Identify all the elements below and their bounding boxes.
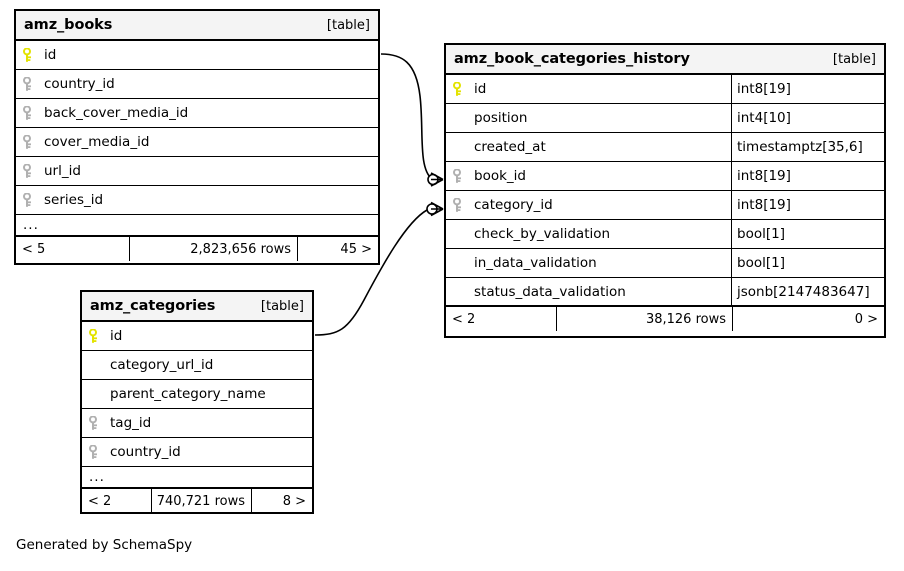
table-row[interactable]: url_id xyxy=(16,157,378,186)
column-name: status_data_validation xyxy=(474,283,626,300)
table-amz-books[interactable]: amz_books [table] id country_id xyxy=(14,9,380,265)
table-amz-categories[interactable]: amz_categories [table] id category_url_i… xyxy=(80,290,314,514)
column-name: series_id xyxy=(44,192,104,208)
table-title: amz_book_categories_history xyxy=(454,51,690,67)
zero-cardinality-circle xyxy=(427,173,439,186)
relationship-books-to-history xyxy=(380,53,444,187)
generated-by-label: Generated by SchemaSpy xyxy=(16,537,193,553)
zero-cardinality-circle xyxy=(426,203,438,215)
primary-key-icon xyxy=(23,41,40,69)
footer-parents-count[interactable]: < 5 xyxy=(16,237,130,261)
no-key-spacer xyxy=(453,220,470,248)
table-row[interactable]: tag_id xyxy=(82,409,312,438)
column-name: id xyxy=(110,328,123,344)
table-row[interactable]: book_id int8[19] xyxy=(446,162,884,191)
table-header: amz_book_categories_history [table] xyxy=(446,45,884,75)
footer-parents-count[interactable]: < 2 xyxy=(82,489,152,513)
table-type-tag: [table] xyxy=(260,298,304,314)
column-type: int8[19] xyxy=(737,197,791,213)
table-row[interactable]: id xyxy=(82,322,312,351)
foreign-key-icon xyxy=(23,157,40,185)
column-name: parent_category_name xyxy=(110,386,266,402)
column-name: id xyxy=(44,47,57,63)
table-title: amz_categories xyxy=(90,298,216,314)
primary-key-icon xyxy=(89,322,106,350)
footer-row-count: 2,823,656 rows xyxy=(130,237,298,261)
footer-row-count: 38,126 rows xyxy=(557,307,733,331)
no-key-spacer xyxy=(89,380,106,408)
table-row[interactable]: back_cover_media_id xyxy=(16,99,378,128)
table-row[interactable]: id int8[19] xyxy=(446,75,884,104)
more-columns-indicator[interactable]: ... xyxy=(16,215,378,237)
column-name: cover_media_id xyxy=(44,134,150,150)
table-row[interactable]: country_id xyxy=(82,438,312,467)
footer-children-count[interactable]: 0 > xyxy=(854,311,878,327)
column-name: category_url_id xyxy=(110,357,214,373)
crows-foot-many xyxy=(430,172,444,187)
column-name: url_id xyxy=(44,163,81,179)
footer-parents-count[interactable]: < 2 xyxy=(446,307,557,331)
table-footer: < 5 2,823,656 rows 45 > xyxy=(16,237,378,261)
foreign-key-icon xyxy=(23,70,40,98)
primary-key-icon xyxy=(453,75,470,103)
column-type: bool[1] xyxy=(737,226,785,242)
foreign-key-icon xyxy=(23,186,40,214)
no-key-spacer xyxy=(453,278,470,305)
column-type: timestamptz[35,6] xyxy=(737,139,863,155)
table-row[interactable]: series_id xyxy=(16,186,378,215)
footer-children-count[interactable]: 8 > xyxy=(282,493,306,509)
column-name: tag_id xyxy=(110,415,152,431)
table-footer: < 2 38,126 rows 0 > xyxy=(446,307,884,331)
no-key-spacer xyxy=(89,351,106,379)
no-key-spacer xyxy=(453,249,470,277)
table-title: amz_books xyxy=(24,17,113,33)
no-key-spacer xyxy=(453,104,470,132)
column-name: book_id xyxy=(474,168,526,184)
footer-row-count: 740,721 rows xyxy=(152,489,252,513)
foreign-key-icon xyxy=(23,99,40,127)
table-header: amz_categories [table] xyxy=(82,292,312,322)
column-name: created_at xyxy=(474,139,546,155)
table-type-tag: [table] xyxy=(326,17,370,33)
column-name: country_id xyxy=(110,444,181,460)
column-name: position xyxy=(474,110,528,126)
footer-children-count[interactable]: 45 > xyxy=(340,241,372,257)
column-name: back_cover_media_id xyxy=(44,105,189,121)
no-key-spacer xyxy=(453,133,470,161)
table-amz-book-categories-history[interactable]: amz_book_categories_history [table] id i… xyxy=(444,43,886,338)
table-row[interactable]: category_url_id xyxy=(82,351,312,380)
table-row[interactable]: id xyxy=(16,41,378,70)
column-name: category_id xyxy=(474,197,553,213)
column-type: bool[1] xyxy=(737,255,785,271)
table-row[interactable]: created_at timestamptz[35,6] xyxy=(446,133,884,162)
column-name: in_data_validation xyxy=(474,255,597,271)
table-row[interactable]: cover_media_id xyxy=(16,128,378,157)
table-footer: < 2 740,721 rows 8 > xyxy=(82,489,312,513)
column-type: int8[19] xyxy=(737,81,791,97)
table-header: amz_books [table] xyxy=(16,11,378,41)
foreign-key-icon xyxy=(89,438,106,466)
more-columns-indicator[interactable]: ... xyxy=(82,467,312,489)
column-type: int4[10] xyxy=(737,110,791,126)
table-row[interactable]: position int4[10] xyxy=(446,104,884,133)
column-name: check_by_validation xyxy=(474,226,611,242)
foreign-key-icon xyxy=(23,128,40,156)
table-row[interactable]: parent_category_name xyxy=(82,380,312,409)
foreign-key-icon xyxy=(453,191,470,219)
foreign-key-icon xyxy=(89,409,106,437)
table-row[interactable]: check_by_validation bool[1] xyxy=(446,220,884,249)
column-name: id xyxy=(474,81,487,97)
crows-foot-many xyxy=(430,201,444,217)
column-type: int8[19] xyxy=(737,168,791,184)
column-type: jsonb[2147483647] xyxy=(737,283,870,300)
table-row[interactable]: country_id xyxy=(16,70,378,99)
column-name: country_id xyxy=(44,76,115,92)
table-row[interactable]: in_data_validation bool[1] xyxy=(446,249,884,278)
table-row[interactable]: status_data_validation jsonb[2147483647] xyxy=(446,278,884,307)
table-type-tag: [table] xyxy=(832,51,876,67)
foreign-key-icon xyxy=(453,162,470,190)
table-row[interactable]: category_id int8[19] xyxy=(446,191,884,220)
